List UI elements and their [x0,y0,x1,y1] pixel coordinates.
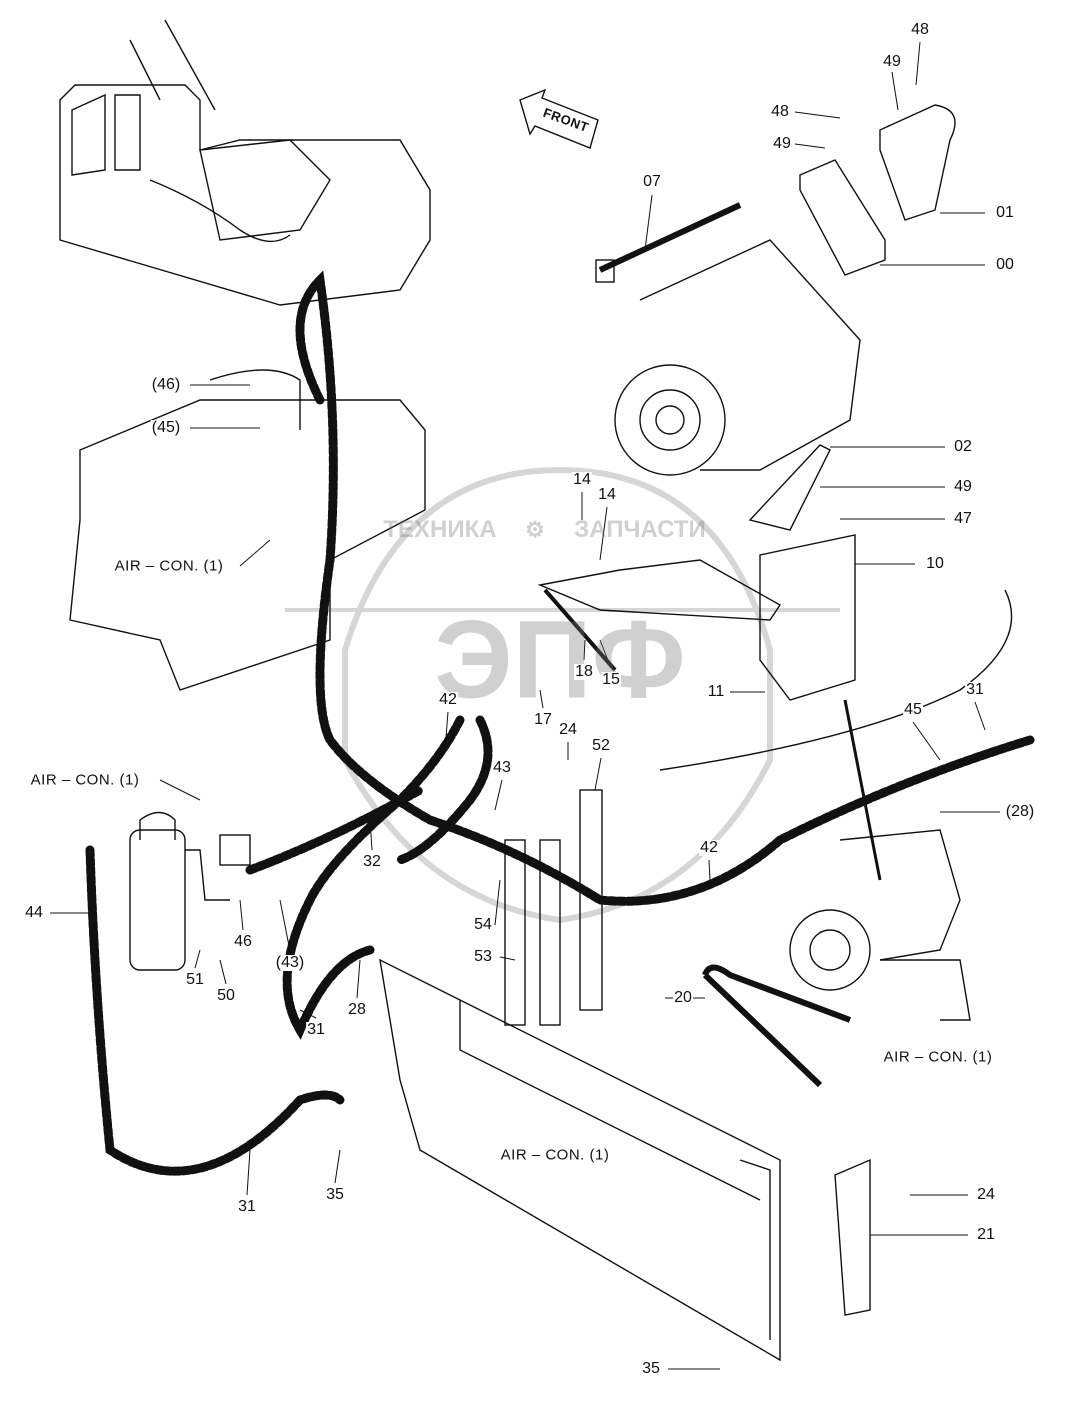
callout: 11 [706,683,726,700]
compressor-lower [789,829,971,1021]
bracket-21 [834,1158,871,1316]
callout: 50 [216,987,236,1004]
leader-lines [50,41,1000,1370]
callout: 49 [772,135,792,152]
callout: (46) [150,376,182,393]
callout: 15 [601,671,621,688]
callout: 14 [597,486,617,503]
callout: 14 [572,471,592,488]
callout: 54 [473,916,493,933]
drive-belt [702,964,852,1088]
watermark-text-left: ТЕХНИКА [383,516,497,543]
callout: 01 [995,204,1015,221]
callout: 49 [953,478,973,495]
callout: 28 [347,1001,367,1018]
callout: 02 [953,438,973,455]
note-air-con: AIR – CON. (1) [883,1048,993,1066]
callout: 53 [473,948,493,965]
callout: 52 [591,737,611,754]
callout: (45) [150,419,182,436]
callout: 31 [237,1198,257,1215]
callout: 32 [362,853,382,870]
callout: 42 [438,691,458,708]
callout: 21 [976,1226,996,1243]
callout: 10 [925,555,945,572]
excavator-illustration [59,19,431,306]
callout: 35 [641,1360,661,1377]
front-arrow-shape [519,88,599,149]
callout: 43 [492,759,512,776]
callout: 46 [233,933,253,950]
engine-block [69,369,426,691]
callout: 45 [903,701,923,718]
brackets-middle [504,789,603,1026]
callout: 48 [770,103,790,120]
gear-icon: ⚙ [525,517,545,542]
callout: 31 [965,681,985,698]
callout: 18 [574,663,594,680]
callout: 07 [642,173,662,190]
callout: 24 [976,1186,996,1203]
compressor-upper [595,202,861,476]
condenser [379,958,781,1362]
callout: (43) [274,954,306,971]
watermark-logo-text: ЭПФ [434,598,686,722]
callout: 00 [995,256,1015,273]
watermark-text-right: ЗАПЧАСТИ [574,516,706,543]
callout: 47 [953,510,973,527]
callout: 20 [673,989,693,1006]
callout: 49 [882,53,902,70]
callout: 51 [185,971,205,988]
callout: 31 [306,1021,326,1038]
receiver-drier [129,811,251,971]
brackets-upper [537,104,956,701]
note-air-con: AIR – CON. (1) [30,771,140,789]
callout: 48 [910,21,930,38]
callout: 24 [558,721,578,738]
separator-line [659,589,1013,771]
callout: 44 [24,904,44,921]
note-air-con: AIR – CON. (1) [114,557,224,575]
hoses [85,270,1035,1176]
callout: 35 [325,1186,345,1203]
note-air-con: AIR – CON. (1) [500,1146,610,1164]
callout: 17 [533,711,553,728]
callout: 42 [699,839,719,856]
callout: (28) [1004,803,1036,820]
